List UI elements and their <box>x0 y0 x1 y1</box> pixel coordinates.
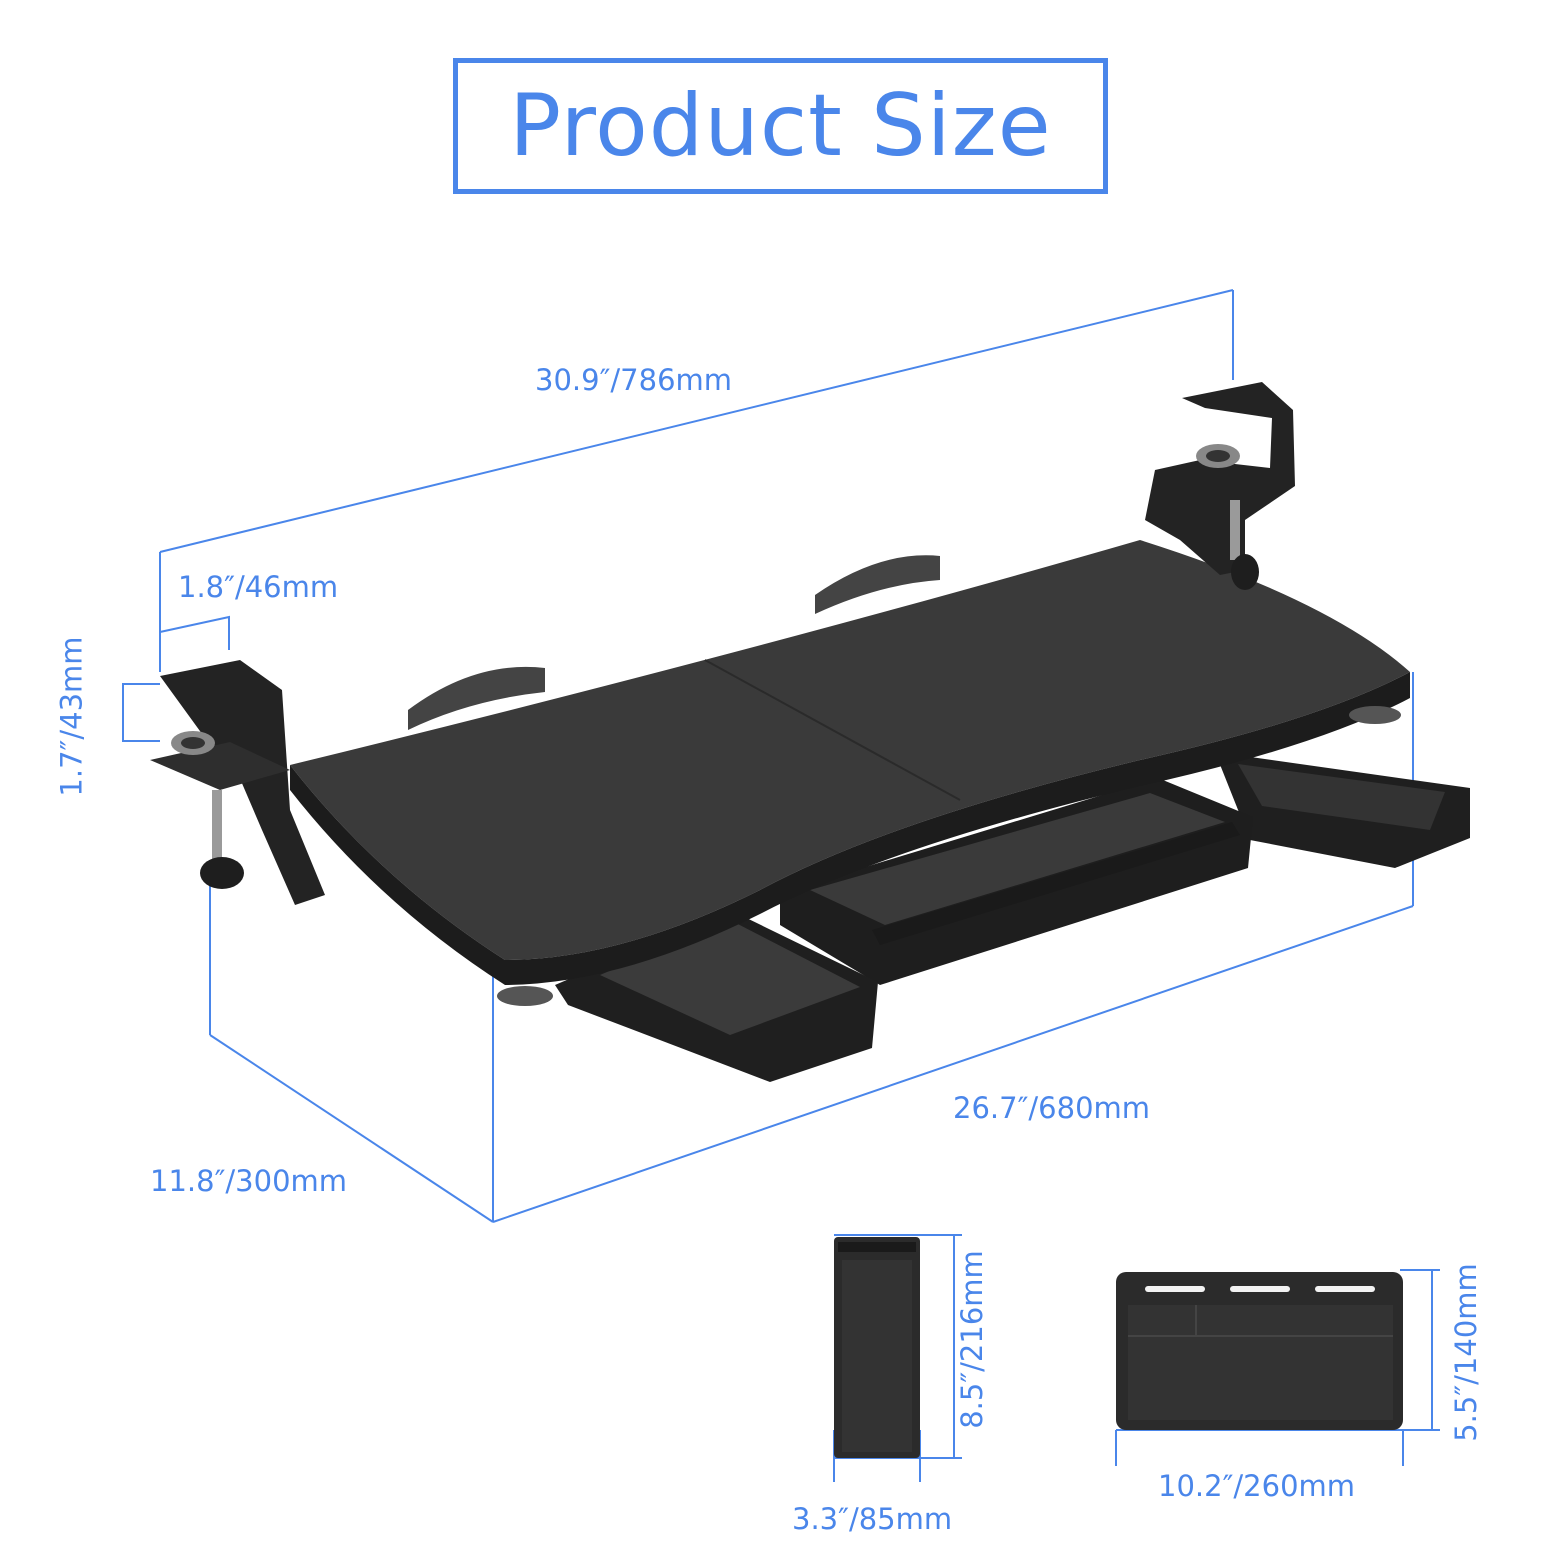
clamp-height-label: 1.7″/43mm <box>54 636 89 797</box>
keyboard-tray <box>290 540 1470 1082</box>
center-drawer-depth-label: 5.5″/140mm <box>1448 1263 1483 1442</box>
side-drawer-width-label: 3.3″/85mm <box>792 1502 953 1536</box>
right-clamp <box>1145 382 1295 590</box>
title-frame: Product Size <box>453 58 1108 194</box>
tray-depth-label: 11.8″/300mm <box>150 1164 348 1198</box>
center-drawer-view <box>1116 1272 1403 1430</box>
center-drawer-width-label: 10.2″/260mm <box>1158 1469 1356 1503</box>
left-clamp <box>150 660 325 905</box>
page-title: Product Size <box>509 76 1052 176</box>
side-drawer-length-label: 8.5″/216mm <box>954 1250 989 1429</box>
clamp-width-label: 1.8″/46mm <box>178 570 339 604</box>
tray-length-label: 26.7″/680mm <box>953 1091 1151 1125</box>
side-drawer-view <box>834 1237 920 1458</box>
total-length-label: 30.9″/786mm <box>535 363 733 397</box>
